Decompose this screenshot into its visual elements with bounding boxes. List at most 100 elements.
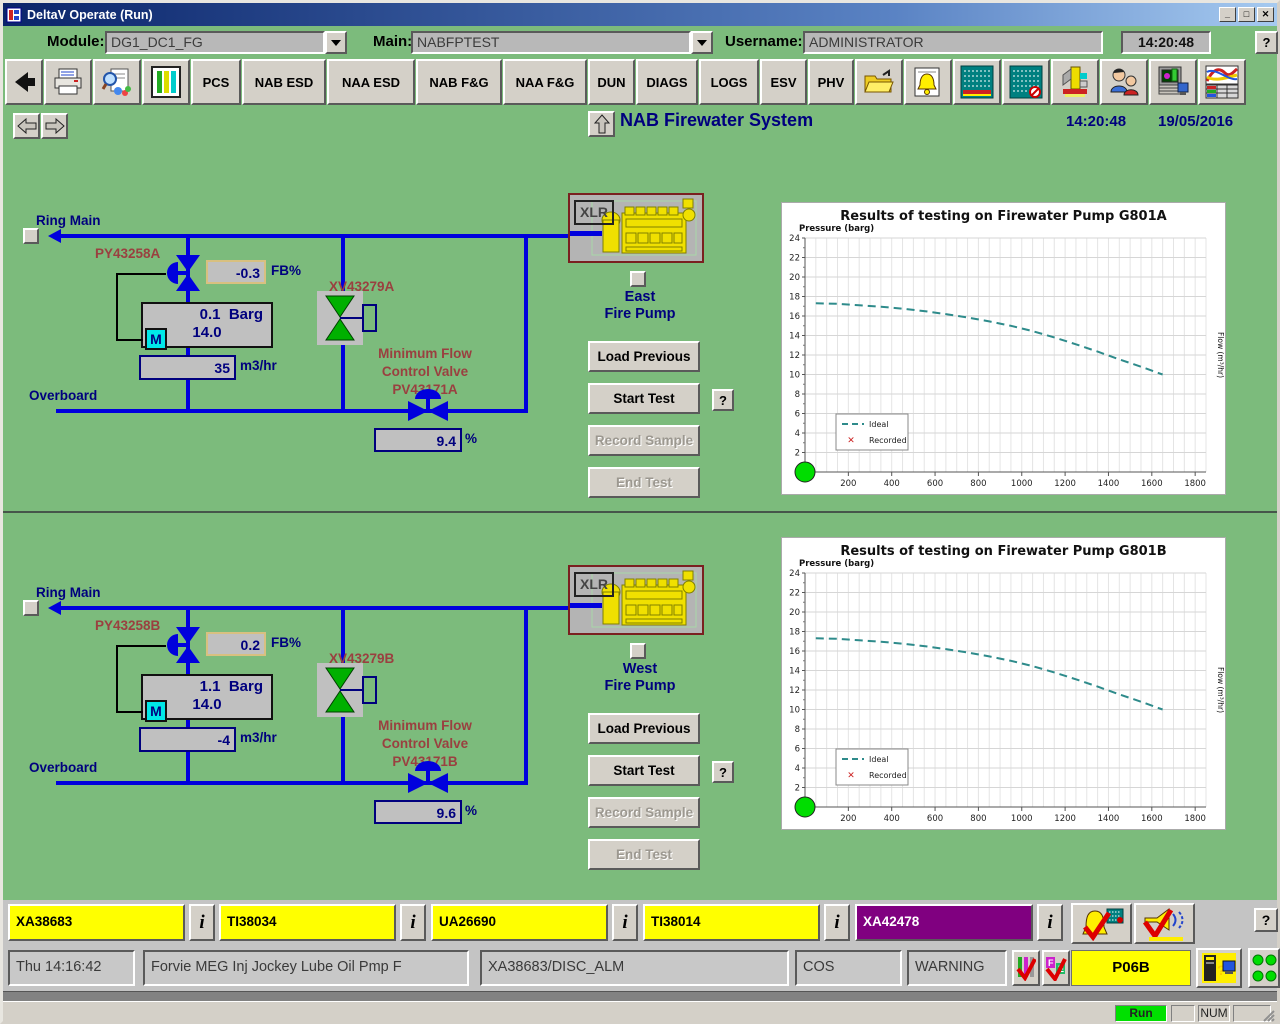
load-previous-button[interactable]: Load Previous [588,341,700,372]
fire-pump-graphic[interactable]: XLR [568,193,704,263]
svg-text:400: 400 [884,479,900,489]
workstation-button[interactable] [1149,59,1197,105]
alarm-button-4[interactable]: TI38014 [643,904,820,941]
main-select[interactable]: NABFPTEST [411,31,691,54]
main-dropdown-button[interactable] [691,31,713,54]
toolbar-button-naa-esd[interactable]: NAA ESD [327,59,415,105]
toolbar-button-nab-esd[interactable]: NAB ESD [242,59,326,105]
toolbar-button-naa-fg[interactable]: NAA F&G [503,59,587,105]
station-help-button[interactable]: ? [1196,948,1242,988]
arrow-right-icon [44,117,66,135]
flow-value-display[interactable]: 35 [139,355,236,380]
fire-pump-graphic[interactable]: XLR [568,565,704,635]
maximize-button[interactable]: □ [1238,7,1255,22]
controller-faceplate[interactable]: 0.1 Barg 14.0 M [141,302,273,348]
page-back-button[interactable] [13,113,40,139]
bar-graph-icon [151,66,181,98]
overboard-label: Overboard [29,760,97,775]
signal-line [116,339,143,341]
toolbar-button-diags[interactable]: DIAGS [636,59,698,105]
silence-horn-button[interactable] [1134,903,1195,944]
page-forward-button[interactable] [41,113,68,139]
start-test-button[interactable]: Start Test [588,755,700,786]
print-button[interactable] [44,59,92,105]
start-test-button[interactable]: Start Test [588,383,700,414]
flow-value-display[interactable]: -4 [139,727,236,752]
fb-value-display[interactable]: 0.2 [206,632,266,656]
toolbar-button-phv[interactable]: PHV [808,59,854,105]
ring-main-button[interactable] [23,600,39,616]
alarm-suppressed-button[interactable] [1002,59,1050,105]
pump-badge: XLR [574,200,614,225]
alarm-info-button-5[interactable]: i [1037,904,1063,941]
pump-badge: XLR [574,572,614,597]
west-pump-section: Ring Main Overboard PY43258B 0.2 FB% 1.1… [3,515,781,883]
end-test-button[interactable]: End Test [588,839,700,870]
close-button[interactable]: ✕ [1257,7,1274,22]
process-history-button[interactable] [1198,59,1246,105]
mode-indicator[interactable]: M [145,328,167,350]
svg-text:12: 12 [789,351,800,361]
alarm-list-button[interactable] [904,59,952,105]
controller-faceplate[interactable]: 1.1 Barg 14.0 M [141,674,273,720]
py-control-valve-icon[interactable] [166,251,210,295]
pv-value-display[interactable]: 9.4 [374,428,462,452]
alarm-info-button-2[interactable]: i [400,904,426,941]
fb-value-display[interactable]: -0.3 [206,260,266,284]
print-preview-button[interactable] [93,59,141,105]
toolbar-button-logs[interactable]: LOGS [699,59,759,105]
ring-main-button[interactable] [23,228,39,244]
fb-unit-label: FB% [271,635,301,650]
arrow-up-icon [593,113,611,135]
py-control-valve-icon[interactable] [166,623,210,667]
app-icon [6,7,22,23]
alarm-button-5[interactable]: XA42478 [855,904,1033,941]
toolbar-button-nab-fg[interactable]: NAB F&G [416,59,502,105]
trend-ack-button[interactable] [1012,950,1040,986]
pump-detail-button[interactable] [630,271,646,287]
pump-detail-button[interactable] [630,643,646,659]
alarm-info-button-4[interactable]: i [824,904,850,941]
module-select[interactable]: DG1_DC1_FG [105,31,325,54]
fb-unit-label: FB% [271,263,301,278]
record-sample-button[interactable]: Record Sample [588,425,700,456]
bar-graph-button[interactable] [142,59,190,105]
event-ack-button[interactable]: FE [1042,950,1070,986]
module-browser-button[interactable] [1051,59,1099,105]
load-previous-button[interactable]: Load Previous [588,713,700,744]
test-help-button[interactable]: ? [712,389,734,411]
pv-control-valve-icon[interactable] [403,387,453,425]
workstation-icon [1156,65,1190,99]
open-picture-button[interactable] [855,59,903,105]
status-alarm-path: XA38683/DISC_ALM [480,950,789,986]
alarm-help-button[interactable]: ? [1254,908,1278,932]
help-button[interactable]: ? [1255,31,1278,54]
users-button[interactable] [1100,59,1148,105]
toolbar-button-pcs[interactable]: PCS [191,59,241,105]
pv-value-display[interactable]: 9.6 [374,800,462,824]
mode-indicator[interactable]: M [145,700,167,722]
alarm-info-button-1[interactable]: i [189,904,215,941]
end-test-button[interactable]: End Test [588,467,700,498]
pressure-value: 0.1 [200,306,221,323]
record-sample-button[interactable]: Record Sample [588,797,700,828]
minimize-button[interactable]: _ [1219,7,1236,22]
xv-valve-icon[interactable] [317,663,377,717]
resize-grip-icon[interactable] [1261,1008,1275,1022]
toolbar-button-dun[interactable]: DUN [588,59,635,105]
acknowledge-alarms-button[interactable] [1071,903,1132,944]
xv-valve-icon[interactable] [317,291,377,345]
test-help-button[interactable]: ? [712,761,734,783]
pv-control-valve-icon[interactable] [403,759,453,797]
page-up-button[interactable] [588,111,615,137]
alarm-info-button-3[interactable]: i [612,904,638,941]
alarm-button-1[interactable]: XA38683 [8,904,185,941]
alarm-summary-button[interactable] [953,59,1001,105]
alarm-button-2[interactable]: TI38034 [219,904,396,941]
pv-label-line2: Control Valve [345,736,505,751]
back-button[interactable] [5,59,43,105]
toolbar-button-esv[interactable]: ESV [760,59,807,105]
svg-text:16: 16 [789,647,800,657]
alarm-button-3[interactable]: UA26690 [431,904,608,941]
module-dropdown-button[interactable] [325,31,347,54]
